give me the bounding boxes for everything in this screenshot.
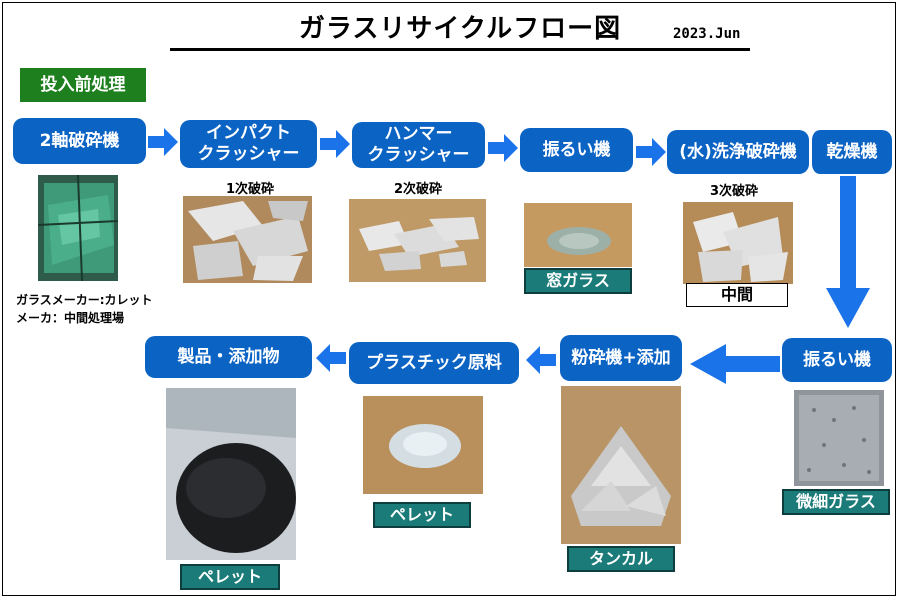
photo-intermediate-glass: [683, 202, 793, 284]
photo-window-glass: [524, 203, 632, 267]
step-product-additive: 製品・添加物: [145, 336, 312, 378]
arrow-left-icon: [526, 346, 556, 374]
stage-label-3: 3次破砕: [709, 184, 759, 199]
arrow-right-icon: [636, 138, 666, 166]
caption-fine-glass: 微細ガラス: [782, 489, 890, 515]
step-label: (水)洗浄破砕機: [679, 141, 797, 162]
step-wash-crusher: (水)洗浄破砕機: [667, 130, 809, 174]
step-label: 振るい機: [803, 349, 871, 370]
photo-pellet-black: [166, 388, 296, 560]
photo-secondary-crushed: [349, 199, 486, 282]
note-glass-maker: ガラスメーカー:カレット: [16, 293, 153, 307]
caption-intermediate: 中間: [686, 283, 788, 307]
photo-cullet-bag: [38, 175, 118, 281]
stage-label-2: 2次破砕: [393, 182, 443, 197]
stage-label-1: 1次破砕: [225, 182, 275, 197]
photo-pellet-white: [363, 396, 483, 494]
step-label: インパクト クラッシャー: [197, 123, 300, 164]
step-label: ハンマー クラッシャー: [367, 124, 470, 165]
diagram-title: ガラスリサイクルフロー図: [298, 14, 622, 44]
step-plastic-material: プラスチック原料: [349, 342, 519, 384]
arrow-right-icon: [320, 130, 350, 158]
step-grinder-additive: 粉砕機+添加: [560, 335, 682, 381]
date-label: 2023.Jun: [673, 26, 741, 42]
photo-primary-crushed: [183, 196, 312, 283]
step-dryer: 乾燥機: [810, 130, 892, 174]
title-underline: [170, 48, 750, 51]
step-label: 製品・添加物: [177, 346, 280, 367]
caption-pellet-black: ペレット: [180, 564, 280, 590]
note-maker: メーカ：中間処理場: [16, 311, 125, 325]
caption-pellet-white: ペレット: [373, 502, 471, 528]
caption-window-glass: 窓ガラス: [524, 268, 632, 294]
photo-talc: [561, 386, 681, 544]
step-label: 2軸破砕機: [39, 130, 120, 151]
step-sieve-2: 振るい機: [782, 338, 892, 382]
arrow-left-icon: [690, 344, 780, 384]
arrow-down-icon: [826, 176, 870, 328]
step-hammer-crusher: ハンマー クラッシャー: [352, 122, 485, 168]
step-label: 粉砕機+添加: [571, 347, 671, 368]
caption-talc: タンカル: [567, 546, 675, 572]
arrow-right-icon: [488, 134, 518, 162]
step-impact-crusher: インパクト クラッシャー: [180, 120, 317, 168]
arrow-right-icon: [148, 128, 178, 156]
pre-treatment-tag: 投入前処理: [20, 68, 146, 102]
step-label: プラスチック原料: [366, 352, 502, 373]
step-sieve-1: 振るい機: [520, 128, 633, 172]
step-label: 振るい機: [542, 139, 611, 160]
step-label: 乾燥機: [826, 141, 878, 162]
photo-fine-glass: [794, 390, 884, 486]
step-twin-shaft-shredder: 2軸破砕機: [13, 118, 146, 164]
arrow-left-icon: [316, 344, 346, 372]
